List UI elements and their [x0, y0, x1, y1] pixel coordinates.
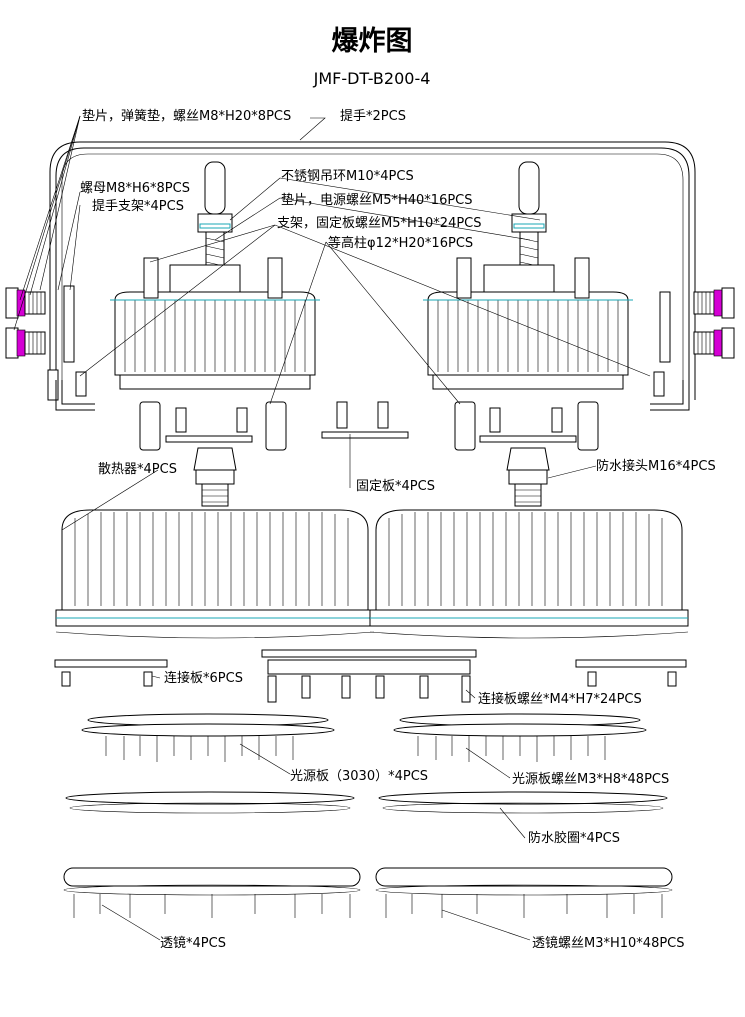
drawing-title: 爆炸图 [332, 26, 413, 57]
lens-left [63, 867, 361, 918]
label-washer-spring-screw: 垫片，弹簧垫，螺丝M8*H20*8PCS [82, 108, 291, 124]
heatsink-left [55, 509, 375, 639]
lens-right [375, 867, 673, 918]
label-handle: 提手*2PCS [340, 108, 406, 124]
label-bracket-screw: 支架，固定板螺丝M5*H10*24PCS [277, 216, 482, 231]
label-handle-bracket: 提手支架*4PCS [92, 198, 184, 214]
label-led-board: 光源板（3030）*4PCS [290, 769, 428, 784]
label-connecting-plate-screw: 连接板螺丝*M4*H7*24PCS [478, 691, 642, 707]
left-nut-stack [5, 285, 75, 401]
waterproof-connectors [193, 447, 550, 507]
model-number: JMF-DT-B200-4 [313, 69, 431, 88]
driver-right [423, 161, 633, 390]
label-connecting-plate: 连接板*6PCS [164, 670, 243, 686]
label-lens: 透镜*4PCS [160, 936, 226, 951]
label-led-board-screw: 光源板螺丝M3*H8*48PCS [512, 772, 669, 787]
driver-left [110, 161, 320, 390]
handle-bracket-parts [55, 380, 690, 411]
standoffs-and-fixing-plates [75, 371, 665, 451]
label-fixing-plate: 固定板*4PCS [356, 479, 435, 494]
label-waterproof-connector: 防水接头M16*4PCS [596, 458, 716, 474]
label-heatsink: 散热器*4PCS [98, 462, 177, 477]
label-hanging-ring: 不锈钢吊环M10*4PCS [281, 169, 414, 184]
connecting-plates [54, 649, 687, 703]
label-standoff: 等高柱φ12*H20*16PCS [328, 235, 473, 251]
label-nut-m8: 螺母M8*H6*8PCS [80, 181, 190, 196]
heatsink-right [369, 509, 689, 639]
label-waterproof-gasket: 防水胶圈*4PCS [528, 830, 620, 846]
waterproof-gaskets [65, 791, 668, 814]
right-nut-stack [659, 287, 735, 363]
led-board-right [393, 713, 647, 762]
leader-lines [13, 115, 651, 941]
label-lens-screw: 透镜螺丝M3*H10*48PCS [532, 936, 685, 951]
led-board-left [81, 713, 335, 762]
label-power-screw: 垫片，电源螺丝M5*H40*16PCS [281, 192, 473, 208]
